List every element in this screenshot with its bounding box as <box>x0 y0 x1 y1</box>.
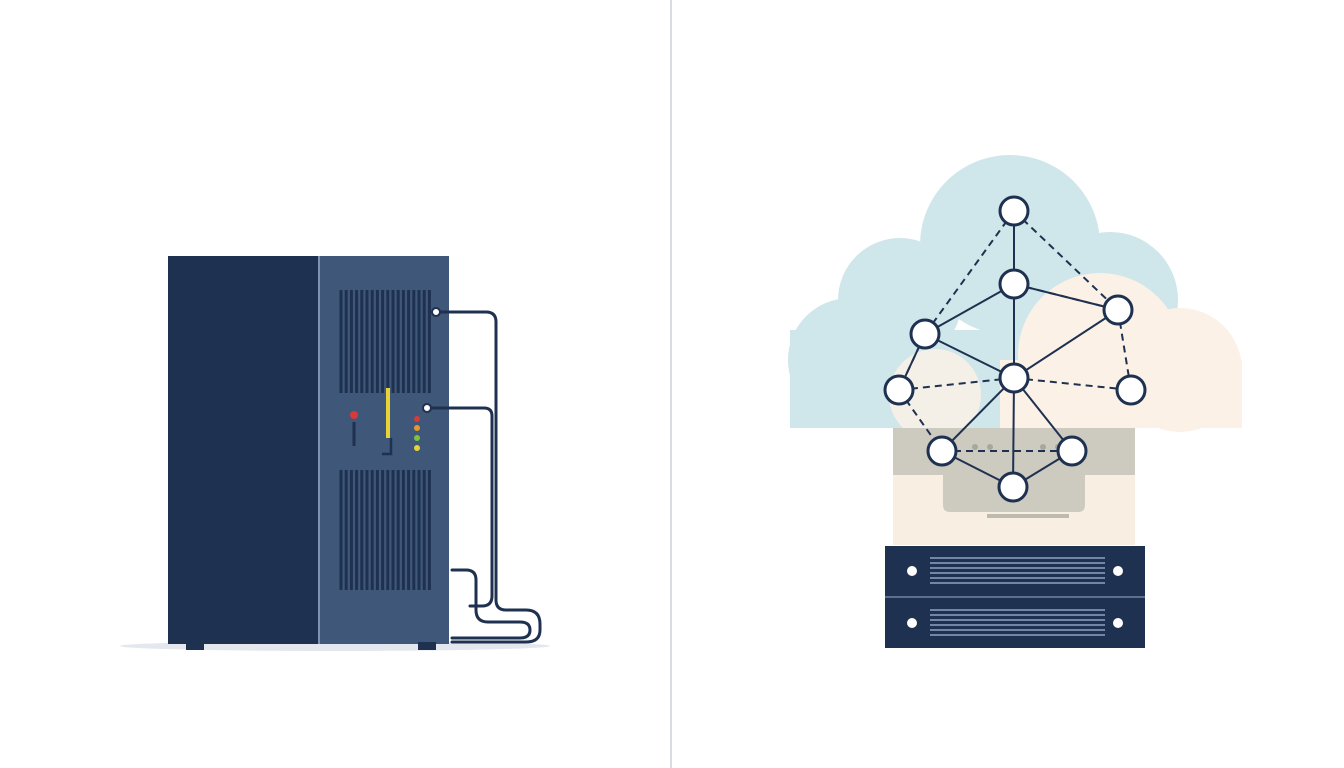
network-node <box>883 374 915 406</box>
upper-vent-grille <box>339 290 431 393</box>
network-link-dashed <box>1013 377 1132 391</box>
port-lower <box>422 403 432 413</box>
network-link-solid <box>941 377 1015 452</box>
cable-bottom <box>450 568 532 640</box>
latch-hook <box>382 438 393 456</box>
server-cables <box>430 310 542 644</box>
network-link-solid <box>1013 377 1073 452</box>
rack-screw <box>1113 618 1123 628</box>
appliance-slot <box>987 514 1069 518</box>
cloud-network-icon <box>788 155 1242 648</box>
status-led-red <box>414 416 420 422</box>
network-node <box>998 268 1030 300</box>
network-link-dashed <box>1013 283 1119 311</box>
latch-yellow <box>386 388 390 438</box>
network-node <box>1102 294 1134 326</box>
rack-screw <box>1113 566 1123 576</box>
rack-unit <box>885 546 1145 596</box>
status-led-orange <box>414 425 420 431</box>
cable-lower <box>430 406 494 608</box>
rack-server-icon <box>885 546 1145 648</box>
power-led-red <box>350 411 358 419</box>
network-node <box>926 435 958 467</box>
rack-unit <box>885 598 1145 648</box>
status-led-green-1 <box>414 435 420 441</box>
cloud-cream <box>889 273 1242 441</box>
status-led-green-2 <box>414 445 420 451</box>
server-side-panel <box>168 256 318 644</box>
network-node <box>998 362 1030 394</box>
network-node <box>1115 374 1147 406</box>
network-node <box>1056 435 1088 467</box>
network-link-solid <box>924 333 1015 379</box>
rack-screw <box>907 618 917 628</box>
network-link-solid <box>1013 309 1119 379</box>
cable-upper <box>439 310 542 644</box>
network-node <box>909 318 941 350</box>
network-link-solid <box>924 283 1015 335</box>
network-nodes <box>883 195 1147 503</box>
rack-screw <box>907 566 917 576</box>
network-node <box>998 195 1030 227</box>
port-upper <box>431 307 441 317</box>
server-foot-right <box>418 642 436 650</box>
tower-server-icon <box>120 256 550 651</box>
network-node <box>997 471 1029 503</box>
network-link-dashed <box>898 377 1015 391</box>
lower-vent-grille <box>339 470 431 590</box>
server-foot-left <box>186 642 204 650</box>
network-link-dashed <box>924 210 1015 335</box>
network-link-solid <box>1012 377 1015 488</box>
